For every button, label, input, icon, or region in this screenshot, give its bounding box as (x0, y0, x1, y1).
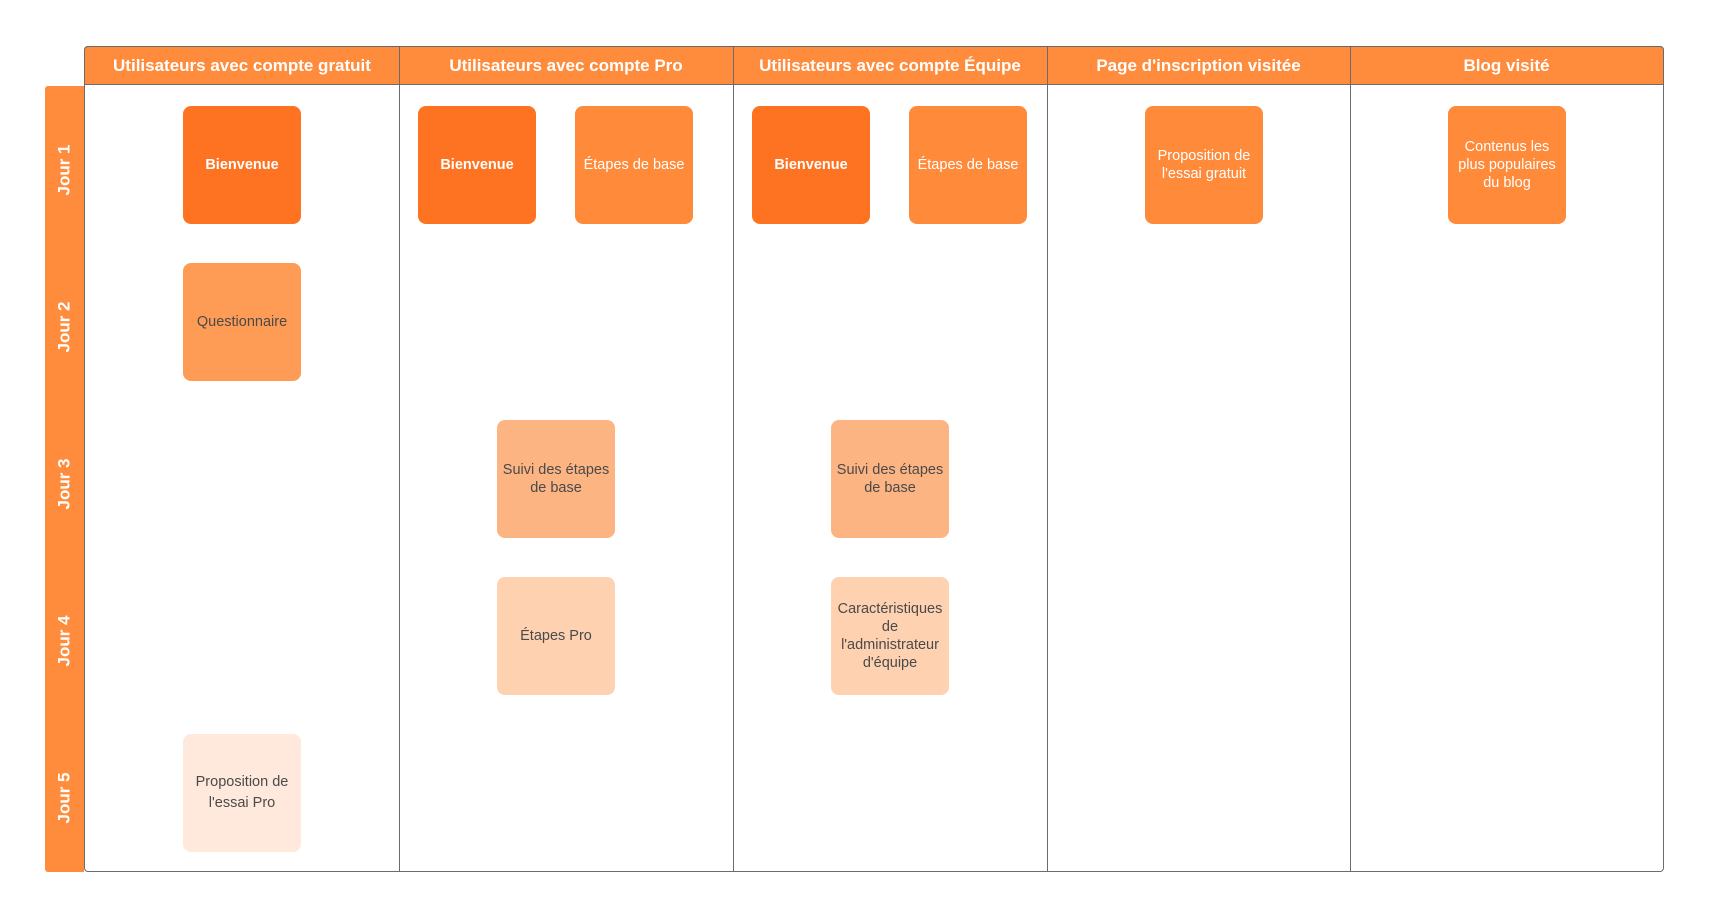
card-team-admin-features-text: Caractéristiques de l'administrateur d'é… (837, 601, 943, 671)
column-divider (1350, 46, 1351, 872)
column-header-team-label: Utilisateurs avec compte Équipe (759, 55, 1021, 75)
row-header-day2: Jour 2 (45, 248, 84, 405)
card-free-pro-trial[interactable]: Proposition de l'essai Pro (183, 734, 301, 852)
column-header-blog: Blog visité (1350, 46, 1664, 85)
card-free-questionnaire[interactable]: Questionnaire (183, 263, 301, 381)
column-header-team: Utilisateurs avec compte Équipe (733, 46, 1047, 85)
row-header-day4: Jour 4 (45, 562, 84, 719)
column-header-free: Utilisateurs avec compte gratuit (84, 46, 399, 85)
card-pro-basic-followup-text: Suivi des étapes de base (502, 462, 610, 496)
column-header-pro: Utilisateurs avec compte Pro (399, 46, 733, 85)
card-free-welcome[interactable]: Bienvenue (183, 106, 301, 224)
column-header-signup-label: Page d'inscription visitée (1096, 55, 1301, 75)
column-divider (399, 46, 400, 872)
card-pro-pro-steps[interactable]: Étapes Pro (497, 577, 615, 695)
column-header-blog-label: Blog visité (1463, 55, 1550, 75)
card-signup-free-trial[interactable]: Proposition de l'essai gratuit (1145, 106, 1263, 224)
card-pro-basic-steps-text: Étapes de base (583, 157, 685, 173)
card-pro-basic-followup[interactable]: Suivi des étapes de base (497, 420, 615, 538)
row-header-day1-label: Jour 1 (54, 143, 74, 196)
card-pro-welcome[interactable]: Bienvenue (418, 106, 536, 224)
column-header-signup: Page d'inscription visitée (1047, 46, 1350, 85)
card-pro-welcome-text: Bienvenue (440, 157, 514, 173)
card-pro-pro-steps-text: Étapes Pro (520, 628, 592, 644)
card-team-admin-features[interactable]: Caractéristiques de l'administrateur d'é… (831, 577, 949, 695)
card-team-basic-followup-text: Suivi des étapes de base (836, 462, 944, 496)
column-divider (1047, 46, 1048, 872)
row-header-day3-label: Jour 3 (54, 457, 74, 510)
card-team-welcome[interactable]: Bienvenue (752, 106, 870, 224)
card-free-questionnaire-text: Questionnaire (196, 314, 288, 330)
row-header-day5: Jour 5 (45, 719, 84, 876)
card-team-basic-steps[interactable]: Étapes de base (909, 106, 1027, 224)
column-divider (733, 46, 734, 872)
card-team-basic-steps-text: Étapes de base (917, 157, 1019, 173)
row-header-day1: Jour 1 (45, 91, 84, 248)
column-header-free-label: Utilisateurs avec compte gratuit (113, 55, 371, 75)
card-free-welcome-text: Bienvenue (205, 157, 279, 173)
card-free-pro-trial-text: Proposition de l'essai Pro (195, 774, 289, 811)
card-team-welcome-text: Bienvenue (774, 157, 848, 173)
row-header-day5-label: Jour 5 (54, 771, 74, 824)
row-header-day2-label: Jour 2 (54, 300, 74, 353)
card-team-basic-followup[interactable]: Suivi des étapes de base (831, 420, 949, 538)
row-header-bar (45, 86, 84, 872)
row-header-day3: Jour 3 (45, 405, 84, 562)
card-pro-basic-steps[interactable]: Étapes de base (575, 106, 693, 224)
card-blog-popular-content-text: Contenus les plus populaires du blog (1458, 139, 1556, 191)
column-header-pro-label: Utilisateurs avec compte Pro (449, 55, 683, 75)
card-blog-popular-content[interactable]: Contenus les plus populaires du blog (1448, 106, 1566, 224)
card-signup-free-trial-text: Proposition de l'essai gratuit (1157, 148, 1251, 182)
row-header-day4-label: Jour 4 (54, 614, 74, 667)
